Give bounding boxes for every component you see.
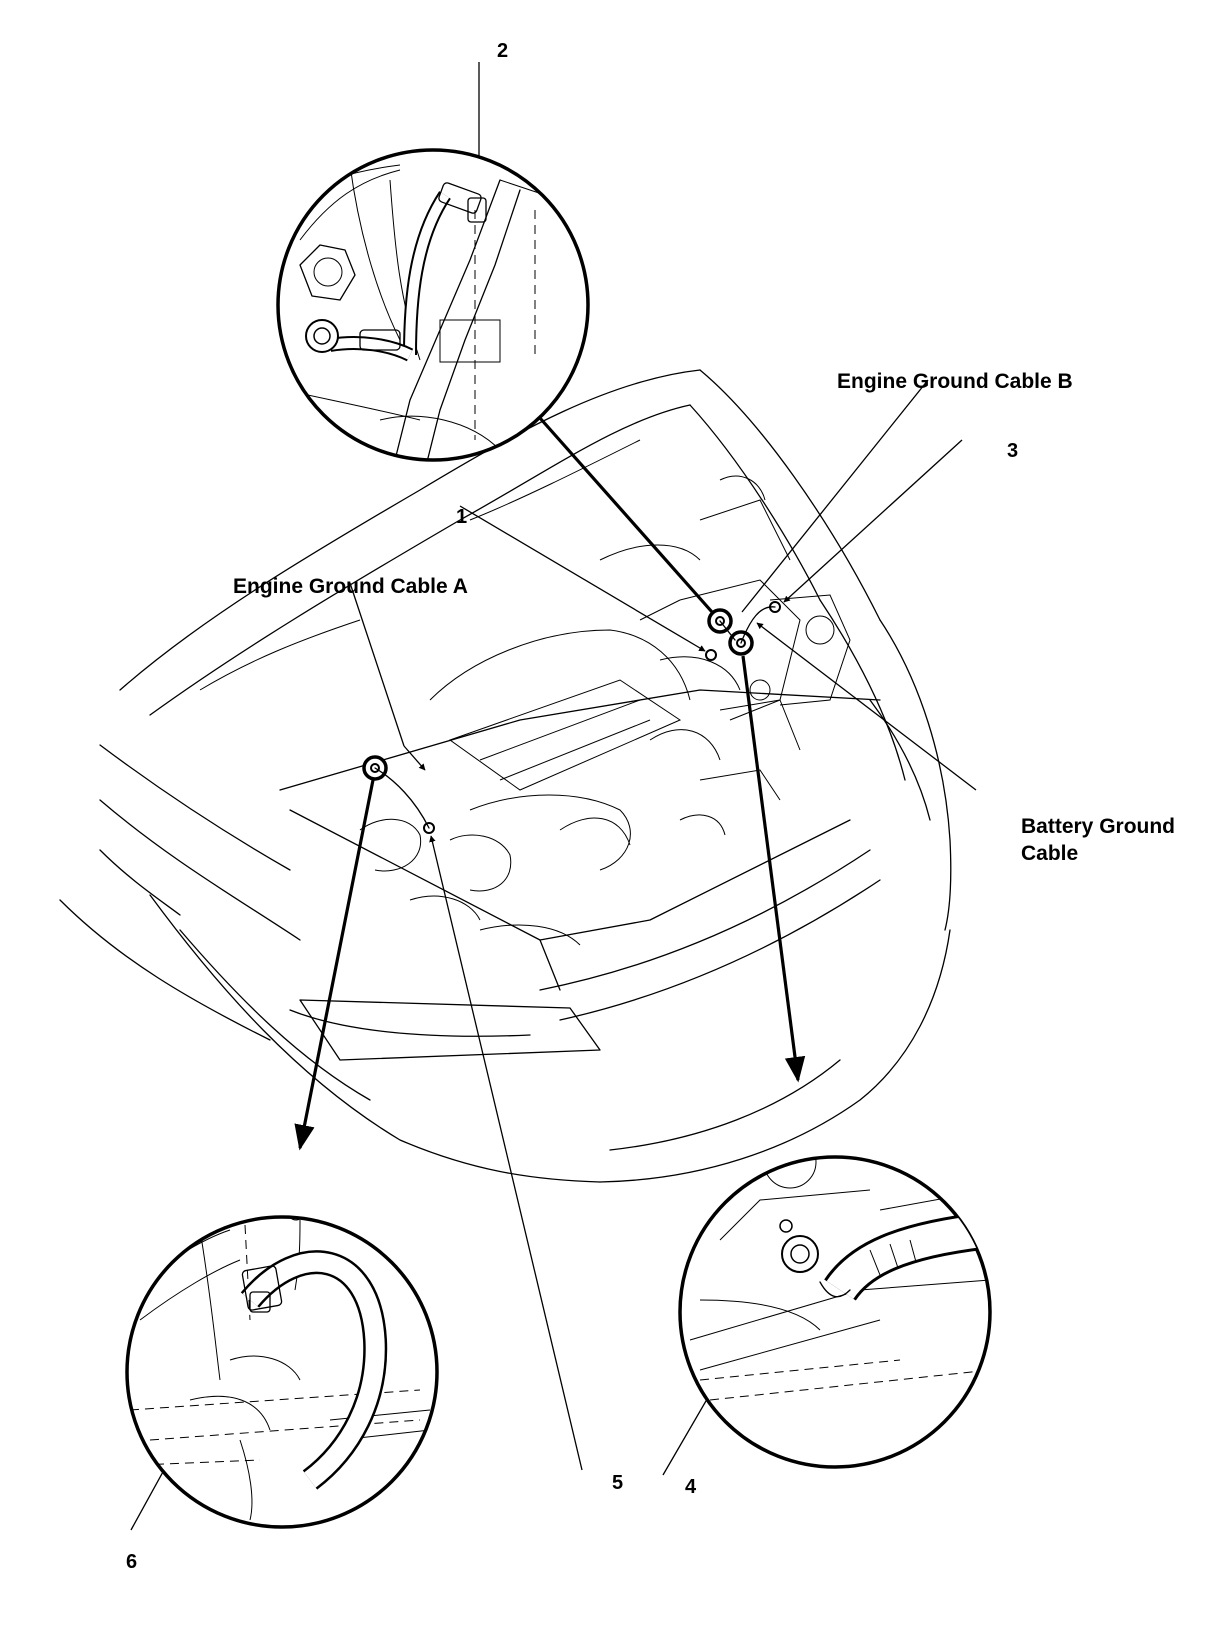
engine-ground-cable-b-label: Engine Ground Cable B <box>837 370 1073 393</box>
callout-3: 3 <box>1007 440 1018 462</box>
engine-ground-cable-a-label: Engine Ground Cable A <box>233 575 468 598</box>
battery-cable-segment <box>740 606 776 644</box>
detail-circle-top <box>276 148 590 462</box>
cable-a-segment <box>374 767 430 829</box>
leader-battery-ground <box>756 622 977 791</box>
arrow-to-top-detail <box>522 398 714 614</box>
battery-ground-cable-label-line1: Battery Ground <box>1021 815 1175 838</box>
battery-ground-cable-label-line2: Cable <box>1021 842 1078 865</box>
labels: Engine Ground Cable B Engine Ground Cabl… <box>126 40 1175 1573</box>
car-front-illustration <box>59 369 952 1183</box>
leader-cable-a-arrow <box>403 745 426 771</box>
detail-circle-bottom-left <box>125 1215 439 1529</box>
detail-circle-bottom-right <box>678 1155 992 1469</box>
arrow-to-left-detail <box>294 779 375 1151</box>
callout-1: 1 <box>456 506 467 528</box>
leader-3 <box>783 439 963 603</box>
cable-b-segment <box>719 620 736 641</box>
detail-arrows <box>294 398 806 1151</box>
callout-4: 4 <box>685 1476 697 1498</box>
arrow-to-right-detail <box>741 655 806 1083</box>
callout-2: 2 <box>497 40 508 62</box>
leader-cable-b <box>741 379 929 613</box>
leader-1 <box>459 505 706 652</box>
callout-5: 5 <box>612 1472 623 1494</box>
leader-5 <box>429 835 583 1471</box>
callout-6: 6 <box>126 1551 137 1573</box>
point-1-nut <box>705 649 717 661</box>
ground-point-markers <box>362 601 781 834</box>
leader-cable-a-upper <box>349 582 405 747</box>
